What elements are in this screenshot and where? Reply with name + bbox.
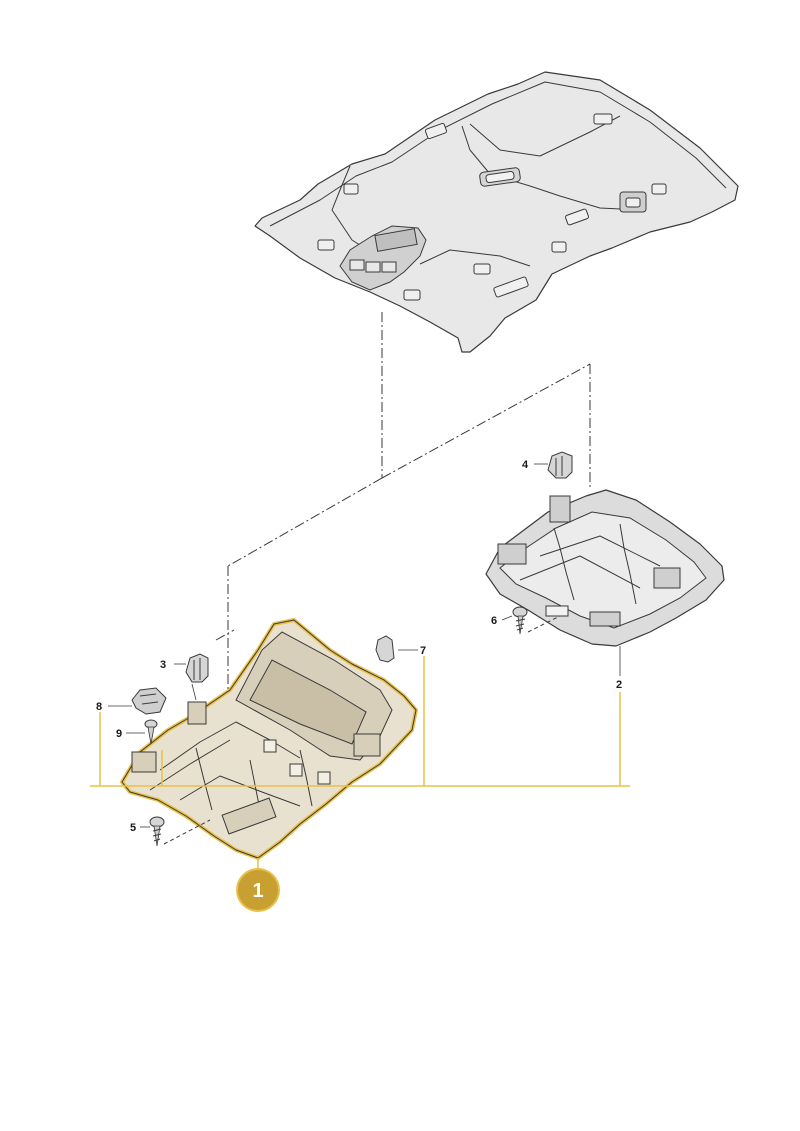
- callout-6: 6: [491, 615, 497, 627]
- alignment-lines: [215, 312, 591, 690]
- callout-7: 7: [420, 645, 426, 657]
- callout-8: 8: [96, 701, 102, 713]
- callout-9: 9: [116, 728, 122, 740]
- roof-console-rear[interactable]: [485, 489, 725, 647]
- clip-item-3[interactable]: [185, 653, 209, 683]
- badge-number: 1: [252, 880, 263, 902]
- screw-item-9[interactable]: [144, 719, 158, 745]
- clip-item-7[interactable]: [375, 635, 395, 663]
- screw-item-6[interactable]: [512, 606, 561, 635]
- callout-2: 2: [616, 679, 622, 691]
- callout-leader-lines: [108, 463, 621, 828]
- screw-item-5[interactable]: [149, 816, 211, 847]
- callout-4: 4: [522, 459, 529, 471]
- callout-5: 5: [130, 822, 136, 834]
- bracket-item-8[interactable]: [131, 687, 167, 715]
- highlighted-item-badge[interactable]: 1: [236, 868, 280, 912]
- roof-console-front-highlighted[interactable]: [120, 618, 418, 860]
- callout-3: 3: [160, 659, 166, 671]
- headliner-part[interactable]: [254, 71, 739, 353]
- highlight-reference-lines: [90, 656, 630, 872]
- clip-item-4[interactable]: [547, 451, 573, 479]
